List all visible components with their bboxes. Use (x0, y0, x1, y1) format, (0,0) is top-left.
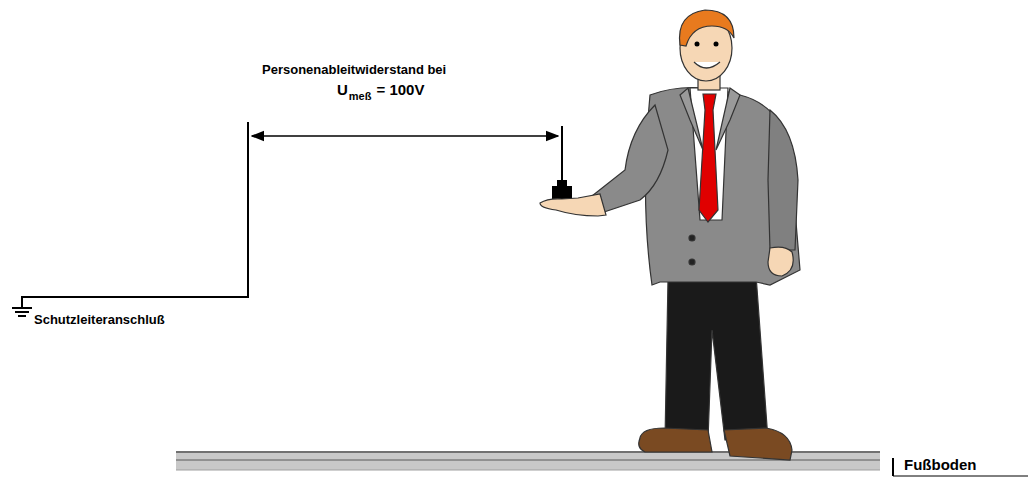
floor-label: Fußboden (904, 456, 976, 473)
voltage-symbol: U (337, 81, 348, 98)
measurement-title: Personenableitwiderstand bei (262, 63, 446, 78)
dimension-arrow (252, 135, 558, 137)
ground-connection-label: Schutzleiteranschluß (34, 313, 165, 328)
floor (176, 452, 1028, 476)
person-figure (540, 10, 800, 460)
voltage-subscript: meß (349, 90, 372, 103)
protective-conductor-wire (12, 122, 248, 316)
hand-electrode (552, 126, 572, 206)
voltage-value: = 100V (376, 81, 424, 98)
